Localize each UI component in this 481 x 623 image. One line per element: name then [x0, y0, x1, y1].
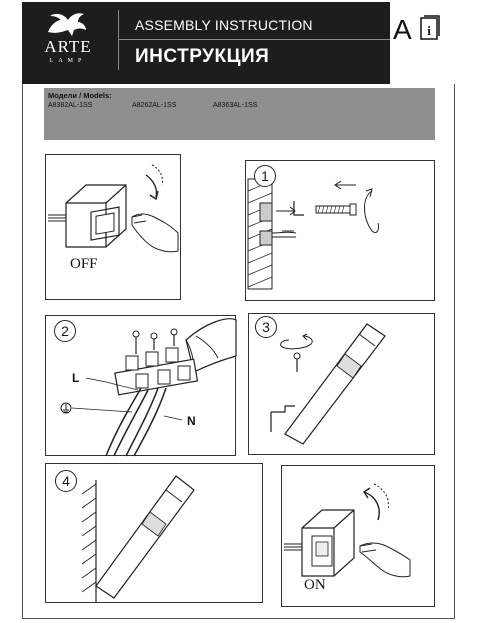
language-letter: A: [393, 14, 412, 45]
model-item: A8382AL-1SS: [48, 102, 93, 109]
off-label: OFF: [70, 256, 98, 272]
title-english: ASSEMBLY INSTRUCTION: [135, 17, 313, 33]
panel-switch-on: ON: [281, 465, 435, 607]
step-number-1: 1: [254, 165, 276, 187]
model-item: A8262AL-1SS: [132, 102, 177, 109]
language-box: [390, 2, 455, 84]
step-number-2: 2: [54, 320, 76, 342]
panel-switch-off: OFF: [45, 154, 181, 300]
griffin-logo-icon: [48, 13, 86, 36]
brand-subtitle: LAMP: [49, 58, 87, 64]
step-number-4: 4: [55, 470, 77, 492]
panel-step-4: 4: [45, 463, 263, 603]
header-bar: [22, 2, 455, 84]
header-divider-vertical: [118, 10, 119, 70]
panel-step-3: 3: [248, 313, 435, 455]
lamp-mounted-illustration: [81, 475, 195, 602]
models-label: Модели / Models:: [48, 91, 112, 100]
wiring-illustration: [60, 318, 237, 457]
panel-step-1: 1: [245, 160, 435, 301]
svg-text:i: i: [427, 23, 431, 38]
models-box: [44, 88, 435, 140]
wall-mount-illustration: [247, 178, 379, 290]
header-divider: [118, 39, 390, 40]
switch-off-illustration: [48, 164, 179, 253]
brand-name: ARTE: [44, 37, 92, 56]
info-book-icon: i: [420, 15, 440, 40]
model-item: A8363AL-1SS: [213, 102, 258, 109]
switch-on-illustration: [284, 483, 411, 578]
wire-label-live: L: [72, 371, 80, 385]
title-russian: ИНСТРУКЦИЯ: [135, 46, 270, 67]
panel-step-2: 2 L N: [45, 315, 237, 457]
lamp-fix-illustration: [270, 323, 386, 445]
on-label: ON: [304, 577, 326, 593]
wire-label-neutral: N: [187, 414, 196, 428]
step-number-3: 3: [255, 316, 277, 338]
